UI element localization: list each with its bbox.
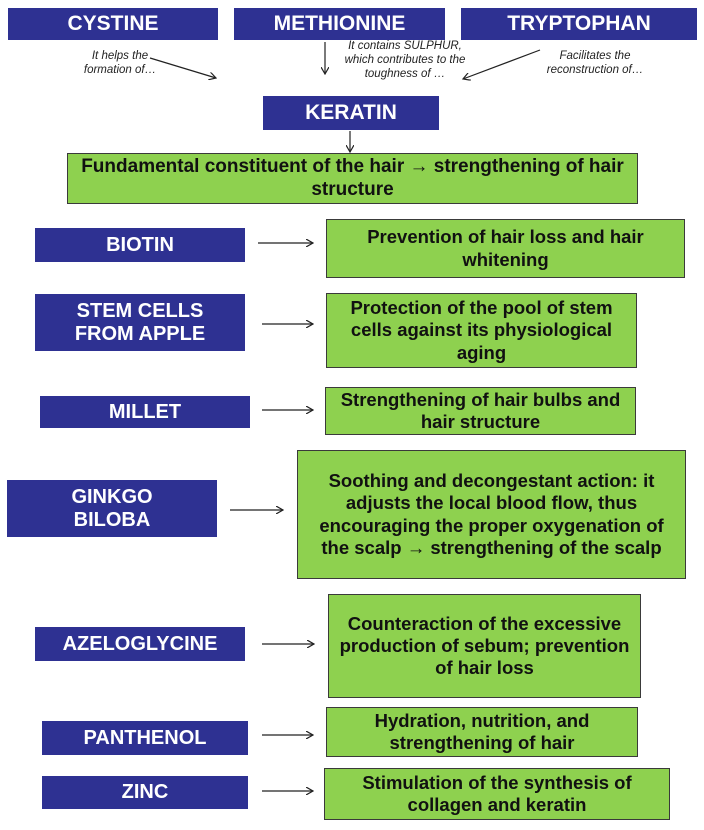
effect-azeloglycine: Counteraction of the excessive productio… — [328, 594, 641, 698]
ingredient-millet: MILLET — [40, 396, 250, 428]
ingredient-zinc: ZINC — [42, 776, 248, 809]
tryptophan-note: Facilitates the reconstruction of… — [546, 50, 644, 76]
ingredient-panthenol: PANTHENOL — [42, 721, 248, 755]
effect-millet: Strengthening of hair bulbs and hair str… — [325, 387, 636, 435]
ingredient-ginkgo-biloba: GINKGO BILOBA — [7, 480, 217, 537]
methionine-box: METHIONINE — [234, 8, 445, 40]
effect-zinc: Stimulation of the synthesis of collagen… — [324, 768, 670, 820]
ingredient-azeloglycine: AZELOGLYCINE — [35, 627, 245, 661]
keratin-box: KERATIN — [263, 96, 439, 130]
effect-stem-cells-from-apple: Protection of the pool of stem cells aga… — [326, 293, 637, 368]
keratin-role-box: Fundamental constituent of the hair → st… — [67, 153, 638, 204]
effect-panthenol: Hydration, nutrition, and strengthening … — [326, 707, 638, 757]
ingredient-stem-cells-from-apple: STEM CELLS FROM APPLE — [35, 294, 245, 351]
effect-ginkgo-biloba: Soothing and decongestant action: it adj… — [297, 450, 686, 579]
effect-biotin: Prevention of hair loss and hair whiteni… — [326, 219, 685, 278]
tryptophan-box: TRYPTOPHAN — [461, 8, 697, 40]
cystine-note: It helps the formation of… — [83, 50, 157, 76]
cystine-box: CYSTINE — [8, 8, 218, 40]
methionine-note: It contains SULPHUR, which contributes t… — [344, 40, 466, 80]
ingredient-biotin: BIOTIN — [35, 228, 245, 262]
arrow-cystine-keratin — [149, 57, 216, 78]
arrow-tryptophan-keratin — [463, 49, 541, 79]
